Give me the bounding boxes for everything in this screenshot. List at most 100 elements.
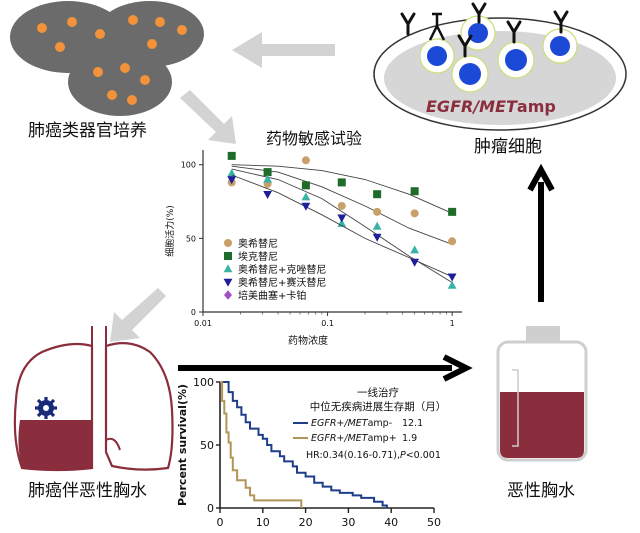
legend-marker bbox=[223, 278, 233, 287]
dose-fit-curve bbox=[231, 164, 453, 214]
organoid-dot bbox=[37, 23, 47, 33]
arrow-organoid-to-test bbox=[180, 90, 236, 144]
km-legend-gene: EGFR+/MET bbox=[311, 433, 369, 444]
dose-point bbox=[301, 181, 310, 190]
km-annotation-subtitle: 中位无疾病进展生存期（月） bbox=[310, 400, 447, 413]
cell-gene-text: EGFR/MET bbox=[426, 97, 518, 116]
dose-x-tick-label: 0.01 bbox=[194, 319, 212, 328]
label-lung-effusion: 肺癌伴恶性胸水 bbox=[28, 481, 147, 501]
tumor-gear-icon bbox=[35, 397, 57, 419]
dose-x-tick-label: 0.1 bbox=[321, 319, 334, 328]
legend-label: 埃克替尼 bbox=[238, 250, 278, 263]
dose-point bbox=[447, 273, 457, 282]
organoid-dot bbox=[95, 29, 105, 39]
label-effusion: 恶性胸水 bbox=[507, 481, 575, 501]
dose-point bbox=[410, 209, 419, 218]
cell bbox=[451, 55, 489, 93]
km-y-tick-label: 0 bbox=[207, 502, 214, 515]
km-y-tick-label: 100 bbox=[193, 376, 214, 389]
arrow-cell-to-organoid bbox=[232, 32, 335, 68]
dose-x-label: 药物浓度 bbox=[288, 334, 328, 347]
km-hr-text: HR:0.34(0.16-0.71),P<0.001 bbox=[306, 450, 441, 461]
dose-y-label: 细胞活力(%) bbox=[164, 205, 176, 257]
dose-y-tick-label: 100 bbox=[181, 161, 196, 170]
dose-y-tick-label: 50 bbox=[186, 234, 196, 243]
dose-point bbox=[301, 156, 310, 165]
right-lung-tissue bbox=[18, 420, 92, 470]
dose-point bbox=[263, 174, 272, 183]
dose-point bbox=[337, 214, 347, 223]
legend-label: 奥希替尼+克唑替尼 bbox=[238, 263, 326, 276]
dose-point bbox=[410, 258, 420, 267]
right-lung bbox=[13, 342, 94, 472]
legend-marker bbox=[223, 264, 233, 273]
legend-marker bbox=[224, 239, 232, 247]
organoid-dot bbox=[93, 67, 103, 77]
dose-point bbox=[263, 168, 272, 177]
dose-point bbox=[447, 280, 457, 289]
dose-point bbox=[227, 176, 237, 185]
dose-point bbox=[227, 151, 236, 160]
arrow-lung-to-effusion bbox=[178, 354, 473, 382]
legend-label: 奥希替尼+赛沃替尼 bbox=[238, 276, 326, 289]
organoid-dot bbox=[107, 90, 117, 100]
km-y-tick-label: 50 bbox=[200, 439, 214, 452]
km-x-tick-label: 40 bbox=[384, 516, 398, 529]
label-organoid-culture: 肺癌类器官培养 bbox=[28, 121, 147, 141]
organoid-dot bbox=[67, 17, 77, 27]
dose-point bbox=[337, 201, 346, 210]
dose-point bbox=[448, 237, 457, 246]
km-x-tick-label: 10 bbox=[256, 516, 270, 529]
legend-label: 奥希替尼 bbox=[238, 237, 278, 250]
lung-illustration bbox=[13, 326, 174, 472]
cell bbox=[542, 28, 578, 64]
dose-response-chart: 0 50 100 0.01 0.1 1 药物浓度 细胞活力(%) 奥希替尼埃克替尼奥希替尼+克唑… bbox=[164, 150, 462, 347]
km-y-label: Percent survival(%) bbox=[176, 384, 189, 506]
cell-gene-label: EGFR/METamp bbox=[426, 97, 556, 116]
km-x-tick-label: 20 bbox=[299, 516, 313, 529]
km-annotation-title: 一线治疗 bbox=[357, 386, 399, 399]
dose-point bbox=[372, 233, 382, 242]
arrow-effusion-to-cell bbox=[527, 163, 555, 302]
organoid-dot bbox=[177, 25, 187, 35]
km-legend-median: 12.1 bbox=[402, 418, 423, 429]
dose-point bbox=[410, 245, 420, 254]
legend-label: 培美曲塞+卡铂 bbox=[238, 289, 306, 302]
organoid-dot bbox=[55, 42, 65, 52]
organoid-dot bbox=[120, 63, 130, 73]
left-lung bbox=[104, 341, 174, 471]
dose-point bbox=[301, 202, 311, 211]
dose-point bbox=[410, 187, 419, 196]
km-legend-suffix: amp- bbox=[368, 418, 393, 429]
dose-x-tick-label: 1 bbox=[450, 319, 455, 328]
km-legend-label: EGFR+/METamp+ bbox=[311, 433, 397, 444]
effusion-bottle bbox=[496, 326, 588, 462]
trachea bbox=[91, 326, 107, 452]
dose-point bbox=[227, 168, 237, 177]
dose-y-tick-label: 0 bbox=[191, 308, 196, 317]
bottle-cap bbox=[526, 326, 560, 342]
antibody-y-icons bbox=[400, 2, 569, 58]
legend-marker bbox=[224, 290, 232, 300]
dose-point bbox=[301, 192, 311, 201]
organoid-dot bbox=[140, 75, 150, 85]
cell bbox=[419, 12, 455, 74]
dose-point bbox=[372, 221, 382, 230]
cell bbox=[497, 41, 535, 79]
km-hr-value: HR:0.34(0.16-0.71), bbox=[306, 450, 400, 461]
organoid-cluster bbox=[10, 1, 204, 116]
km-legend-gene: EGFR+/MET bbox=[311, 418, 369, 429]
dose-point bbox=[337, 178, 346, 187]
cell-gene-suffix: amp bbox=[517, 97, 556, 116]
km-x-tick-label: 0 bbox=[217, 516, 224, 529]
label-drug-test: 药物敏感试验 bbox=[266, 129, 362, 148]
organoid-dot bbox=[155, 17, 165, 27]
dose-point bbox=[373, 207, 382, 216]
label-tumor-cell: 肿瘤细胞 bbox=[474, 137, 542, 157]
organoid-dot bbox=[127, 95, 137, 105]
km-legend-label: EGFR+/METamp- bbox=[311, 418, 392, 429]
legend-marker bbox=[224, 252, 232, 260]
km-legend-suffix: amp+ bbox=[368, 433, 397, 444]
